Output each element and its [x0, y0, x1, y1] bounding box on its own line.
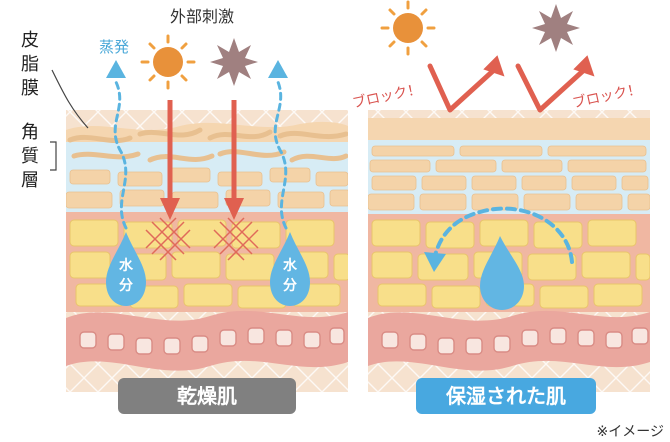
stratum-corneum-bracket	[50, 141, 57, 171]
damage-mark-right	[213, 217, 259, 261]
moisture-circulation-arrowhead	[424, 252, 446, 272]
sun-icon	[140, 34, 196, 90]
dry-skin-caption: 乾燥肌	[118, 378, 296, 414]
sun-icon-right	[380, 0, 436, 56]
svg-text:角: 角	[21, 122, 39, 143]
footnote: ※イメージ	[597, 424, 664, 440]
svg-text:皮: 皮	[21, 30, 39, 51]
stimulus-star-icon	[210, 38, 258, 86]
moisture-circulation-arrow	[432, 206, 574, 264]
svg-text:脂: 脂	[21, 54, 39, 75]
stimulus-penetration-arrows	[160, 100, 244, 220]
stimulus-star-icon-right	[532, 4, 580, 52]
moist-dermis-cells	[381, 327, 649, 355]
dry-corneum-flakes	[66, 127, 348, 209]
moist-skin-caption-text: 保湿された肌	[445, 384, 566, 408]
block-label-right: ブロック！	[571, 80, 643, 111]
evaporation-arrow-right	[273, 80, 288, 230]
moist-skin-panel	[368, 110, 650, 392]
moist-skin-caption: 保湿された肌	[416, 378, 596, 414]
svg-text:層: 層	[21, 170, 39, 191]
water-drop-right-text-2: 分	[283, 278, 297, 294]
water-drop-right-text-1: 水	[283, 257, 298, 274]
water-drop-left-text-1: 水	[119, 257, 134, 274]
sebum-membrane-label: 皮 脂 膜	[21, 30, 39, 99]
external-stimulus-label: 外部刺激	[170, 7, 234, 26]
dry-dermis-cells	[79, 327, 345, 355]
water-drop-left: 水 分	[106, 232, 146, 306]
water-drop-left-text-2: 分	[119, 278, 133, 294]
dry-skin-panel	[66, 110, 348, 392]
svg-text:膜: 膜	[21, 78, 39, 99]
damage-mark-left	[145, 217, 191, 261]
dry-skin-caption-text: 乾燥肌	[177, 384, 237, 408]
blocked-stimulus-arrows	[427, 63, 587, 113]
evaporation-label: 蒸発	[99, 38, 129, 56]
stratum-corneum-label: 角 質 層	[21, 122, 39, 191]
moist-sebum-layer	[368, 118, 650, 144]
svg-text:質: 質	[21, 146, 39, 167]
sebum-membrane-leader-line	[51, 69, 89, 129]
moist-corneum-cells	[368, 145, 650, 211]
evaporation-arrow-left	[113, 80, 128, 230]
moist-water-drop	[480, 236, 524, 310]
block-label-left: ブロック！	[351, 80, 423, 111]
evaporation-arrows	[106, 60, 288, 230]
water-drop-right: 水 分	[270, 232, 310, 306]
